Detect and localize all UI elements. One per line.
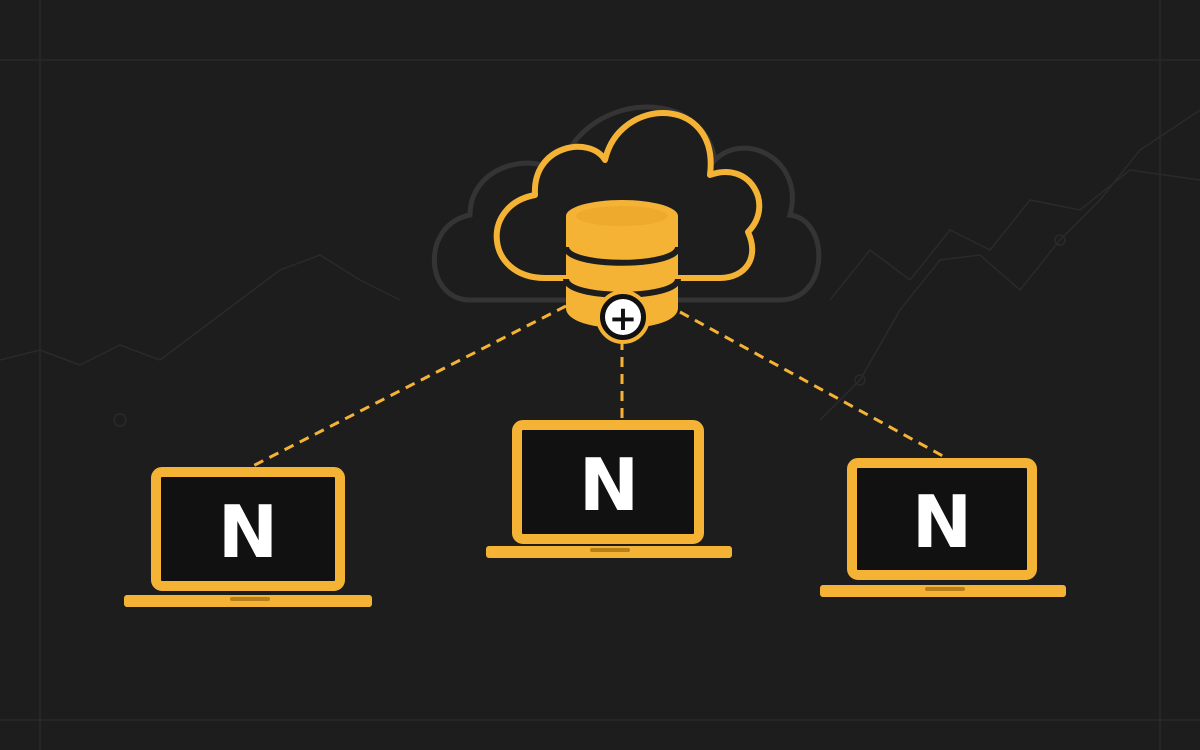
- add-badge-label: +: [609, 299, 638, 339]
- laptop-right-logo: N: [912, 480, 972, 564]
- add-badge: +: [596, 290, 650, 344]
- laptop-left-screen: [151, 467, 345, 591]
- laptop-center: N: [486, 420, 732, 558]
- laptop-left: N: [124, 467, 372, 607]
- connector-lines: [244, 304, 953, 472]
- laptop-left-logo: N: [218, 490, 278, 574]
- connector-to-laptop-right: [679, 310, 953, 463]
- laptop-right: N: [820, 458, 1066, 597]
- laptop-center-screen: [512, 420, 704, 544]
- laptop-right-screen: [847, 458, 1037, 580]
- database-icon: [563, 200, 681, 329]
- laptop-center-logo: N: [579, 443, 639, 527]
- connector-to-laptop-left: [244, 304, 567, 472]
- background-cloud-icon: [431, 104, 822, 303]
- cloud-icon: [493, 110, 763, 281]
